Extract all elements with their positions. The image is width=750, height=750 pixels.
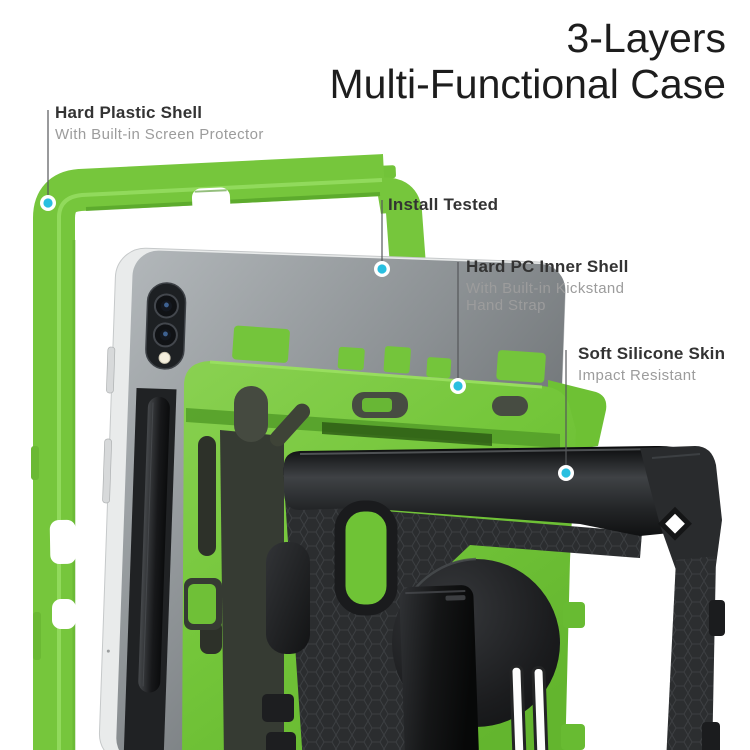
- camera-flash: [158, 351, 171, 364]
- kickstand: [399, 585, 479, 750]
- inner-shell-interior-shadow: [220, 430, 284, 750]
- stylus-pen: [138, 396, 170, 693]
- screen-notch-cutout: [191, 187, 231, 214]
- callout-dot: [450, 378, 466, 394]
- hard-plastic-shell-layer: [31, 154, 426, 750]
- callout-dots: [40, 195, 574, 481]
- callout-lines: [47, 110, 567, 465]
- callout-dot: [558, 465, 574, 481]
- case-top-bar: [283, 445, 714, 536]
- camera-module: [145, 282, 187, 370]
- callout-dot: [40, 195, 56, 211]
- side-buttons: [102, 346, 116, 504]
- frame-side-bump: [31, 446, 39, 480]
- diamond-cutout: [658, 506, 692, 541]
- inner-shell-clip: [188, 584, 216, 624]
- strap-loop-slot: [334, 500, 398, 616]
- frame-rail-cutouts: [49, 519, 77, 629]
- callout-dot: [374, 261, 390, 277]
- soft-silicone-skin-layer: [262, 445, 725, 750]
- frame-side-bump: [33, 612, 41, 660]
- case-left-clip: [266, 542, 310, 654]
- kickstand-slots: [509, 664, 549, 750]
- inner-shell-top-clips: [232, 325, 546, 383]
